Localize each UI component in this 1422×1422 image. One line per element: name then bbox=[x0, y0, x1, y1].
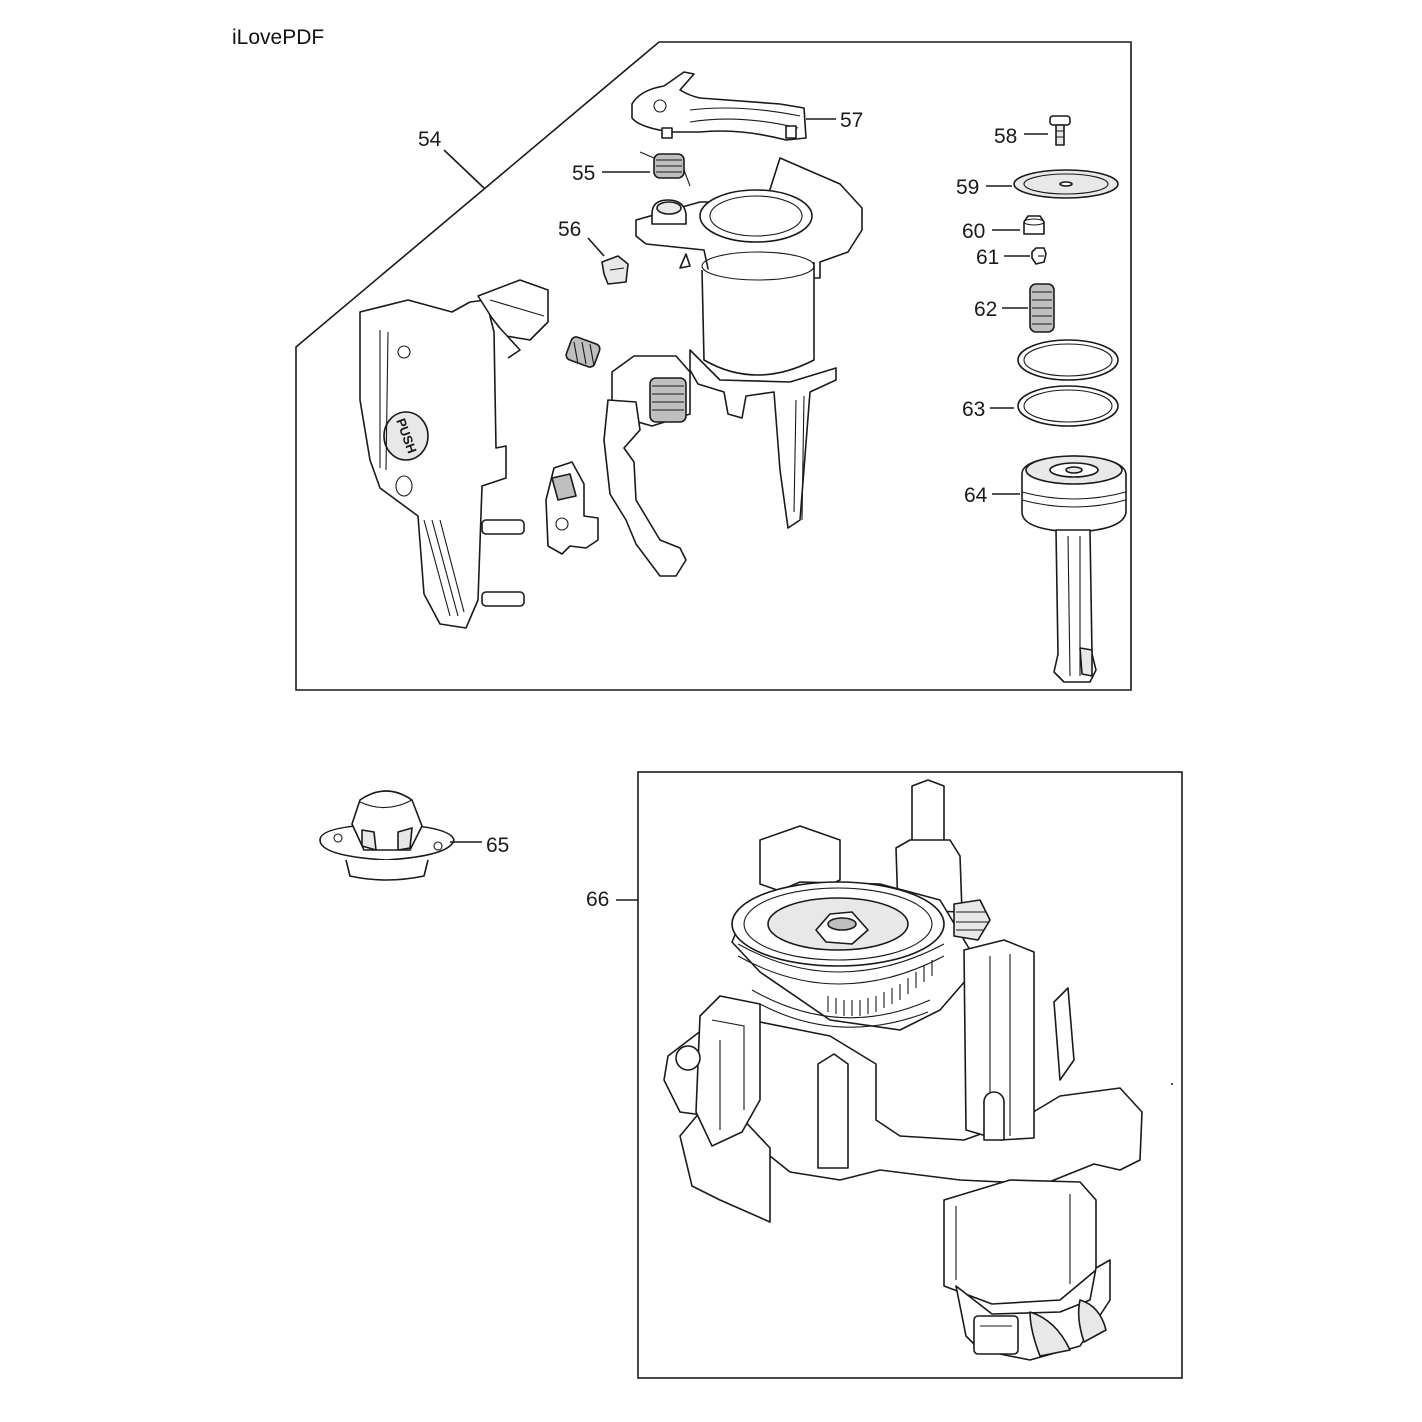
part-55-torsion-spring bbox=[639, 151, 691, 187]
part-61-valve-pin bbox=[1031, 247, 1047, 265]
stray-dot bbox=[1171, 1083, 1173, 1085]
part-65-cap bbox=[319, 790, 455, 881]
callout-63: 63 bbox=[962, 398, 985, 421]
grinder-assembly-frame bbox=[637, 771, 1183, 1379]
part-lever-arm bbox=[545, 461, 599, 555]
part-housing-cover: PUSH bbox=[359, 279, 549, 629]
callout-57: 57 bbox=[840, 109, 863, 132]
part-56-clip bbox=[601, 255, 629, 285]
callout-66: 66 bbox=[586, 888, 609, 911]
callout-61: 61 bbox=[976, 246, 999, 269]
callout-58: 58 bbox=[994, 125, 1017, 148]
callout-56: 56 bbox=[558, 218, 581, 241]
part-66-grinder-assembly bbox=[663, 779, 1143, 1361]
part-57-guide-ring bbox=[631, 71, 807, 141]
part-62-spring bbox=[1029, 283, 1055, 333]
part-actuator-with-spring bbox=[603, 355, 691, 577]
callout-65: 65 bbox=[486, 834, 509, 857]
ilovepdf-watermark: iLovePDF bbox=[232, 26, 325, 49]
callout-55: 55 bbox=[572, 162, 595, 185]
callout-62: 62 bbox=[974, 298, 997, 321]
part-brew-unit-body bbox=[635, 157, 863, 529]
callout-64: 64 bbox=[964, 484, 988, 507]
upper-assembly-frame bbox=[295, 41, 1132, 691]
part-58-screw bbox=[1049, 115, 1071, 146]
part-64-piston-valve bbox=[1021, 455, 1127, 683]
part-59-filter-screen bbox=[1013, 169, 1119, 199]
part-60-bushing bbox=[1023, 215, 1045, 235]
callout-59: 59 bbox=[956, 176, 979, 199]
part-63-o-rings bbox=[1017, 339, 1119, 427]
callout-54: 54 bbox=[418, 128, 442, 151]
callout-60: 60 bbox=[962, 220, 985, 243]
part-small-coil-spring bbox=[565, 336, 601, 368]
